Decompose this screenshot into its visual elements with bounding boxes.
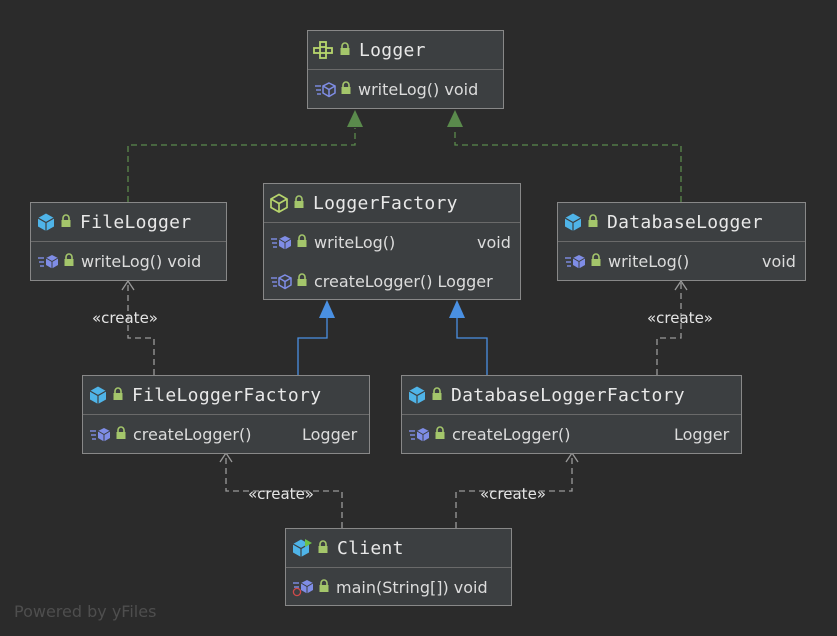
node-header: DatabaseLoggerFactory	[402, 376, 741, 415]
realization-arrowhead-2	[447, 110, 463, 127]
interface-icon	[269, 193, 289, 213]
interface-icon	[313, 41, 335, 59]
method-row[interactable]: createLogger() Logger	[402, 415, 741, 454]
node-logger[interactable]: Logger writeLog() void	[307, 30, 504, 109]
edge-create-databaseloggerfactory	[455, 454, 573, 528]
method-row[interactable]: createLogger() Logger	[264, 262, 520, 301]
node-title: Logger	[359, 39, 426, 61]
node-title: FileLogger	[80, 211, 192, 233]
method-row[interactable]: main(String[]) void	[286, 568, 511, 607]
method-return-type: Logger	[674, 425, 730, 444]
node-title: LoggerFactory	[313, 192, 458, 214]
edge-create-databaselogger	[656, 282, 682, 375]
lock-icon	[339, 41, 351, 60]
edge-databaseloggerfactory-to-loggerfactory	[456, 318, 488, 375]
lock-icon	[112, 386, 124, 405]
node-header: Logger	[308, 31, 503, 70]
create-label-fileloggerfactory: «create»	[248, 485, 314, 503]
method-icon	[408, 427, 430, 443]
method-row[interactable]: writeLog() void	[264, 223, 520, 262]
method-signature: createLogger()	[452, 425, 571, 444]
method-signature: createLogger() Logger	[314, 272, 493, 291]
node-header: DatabaseLogger	[558, 203, 805, 242]
node-file-logger-factory[interactable]: FileLoggerFactory createLogger() Logger	[82, 375, 370, 454]
lock-icon	[317, 539, 329, 558]
lock-icon	[296, 233, 308, 252]
abstract-method-icon	[270, 273, 292, 290]
inheritance-arrowhead-2	[449, 300, 465, 318]
lock-icon	[115, 425, 127, 444]
node-title: DatabaseLogger	[607, 211, 763, 233]
method-signature: main(String[]) void	[336, 578, 488, 597]
method-row[interactable]: createLogger() Logger	[83, 415, 369, 454]
method-signature: writeLog() void	[81, 252, 202, 271]
method-icon	[270, 235, 292, 251]
node-logger-factory[interactable]: LoggerFactory writeLog() void createLogg…	[263, 183, 521, 300]
node-client[interactable]: Client main(String[]) void	[285, 528, 512, 606]
lock-icon	[63, 252, 75, 271]
method-row[interactable]: writeLog() void	[31, 242, 226, 281]
node-header: FileLogger	[31, 203, 226, 242]
lock-icon	[590, 252, 602, 271]
node-header: LoggerFactory	[264, 184, 520, 223]
lock-icon	[431, 386, 443, 405]
edge-create-filelogger	[127, 282, 155, 375]
abstract-method-icon	[314, 81, 336, 98]
method-icon	[37, 254, 59, 270]
lock-icon	[340, 80, 352, 99]
lock-icon	[60, 213, 72, 232]
method-return-type: void	[762, 252, 796, 271]
static-method-icon	[292, 579, 314, 597]
method-icon	[89, 427, 111, 443]
lock-icon	[296, 272, 308, 291]
powered-by-footer: Powered by yFiles	[14, 602, 157, 621]
node-header: Client	[286, 529, 511, 568]
node-title: DatabaseLoggerFactory	[451, 384, 685, 406]
node-database-logger[interactable]: DatabaseLogger writeLog() void	[557, 202, 806, 281]
method-signature: writeLog()	[608, 252, 690, 271]
class-icon	[563, 212, 583, 232]
class-icon	[407, 385, 427, 405]
node-header: FileLoggerFactory	[83, 376, 369, 415]
edge-create-fileloggerfactory	[225, 454, 343, 528]
realization-arrowhead-1	[347, 110, 363, 127]
create-label-databaseloggerfactory: «create»	[480, 485, 546, 503]
method-signature: writeLog() void	[358, 80, 479, 99]
edge-databaselogger-to-logger	[454, 128, 682, 202]
method-row[interactable]: writeLog() void	[558, 242, 805, 281]
method-signature: createLogger()	[133, 425, 252, 444]
edge-fileloggerfactory-to-loggerfactory	[297, 318, 328, 375]
node-title: Client	[337, 537, 404, 559]
method-row[interactable]: writeLog() void	[308, 70, 503, 109]
node-file-logger[interactable]: FileLogger writeLog() void	[30, 202, 227, 281]
method-signature: writeLog()	[314, 233, 396, 252]
class-icon	[36, 212, 56, 232]
method-return-type: void	[477, 233, 511, 252]
open-arrowhead-2	[674, 279, 688, 291]
class-icon	[88, 385, 108, 405]
inheritance-arrowhead-1	[319, 300, 335, 318]
edge-filelogger-to-logger	[127, 128, 356, 202]
node-database-logger-factory[interactable]: DatabaseLoggerFactory createLogger() Log…	[401, 375, 742, 454]
method-icon	[564, 254, 586, 270]
create-label-filelogger: «create»	[92, 309, 158, 327]
create-label-databaselogger: «create»	[647, 309, 713, 327]
lock-icon	[318, 578, 330, 597]
lock-icon	[587, 213, 599, 232]
method-return-type: Logger	[302, 425, 358, 444]
lock-icon	[434, 425, 446, 444]
node-title: FileLoggerFactory	[132, 384, 322, 406]
main-class-icon	[291, 538, 313, 558]
lock-icon	[293, 194, 305, 213]
open-arrowhead-1	[121, 279, 135, 291]
